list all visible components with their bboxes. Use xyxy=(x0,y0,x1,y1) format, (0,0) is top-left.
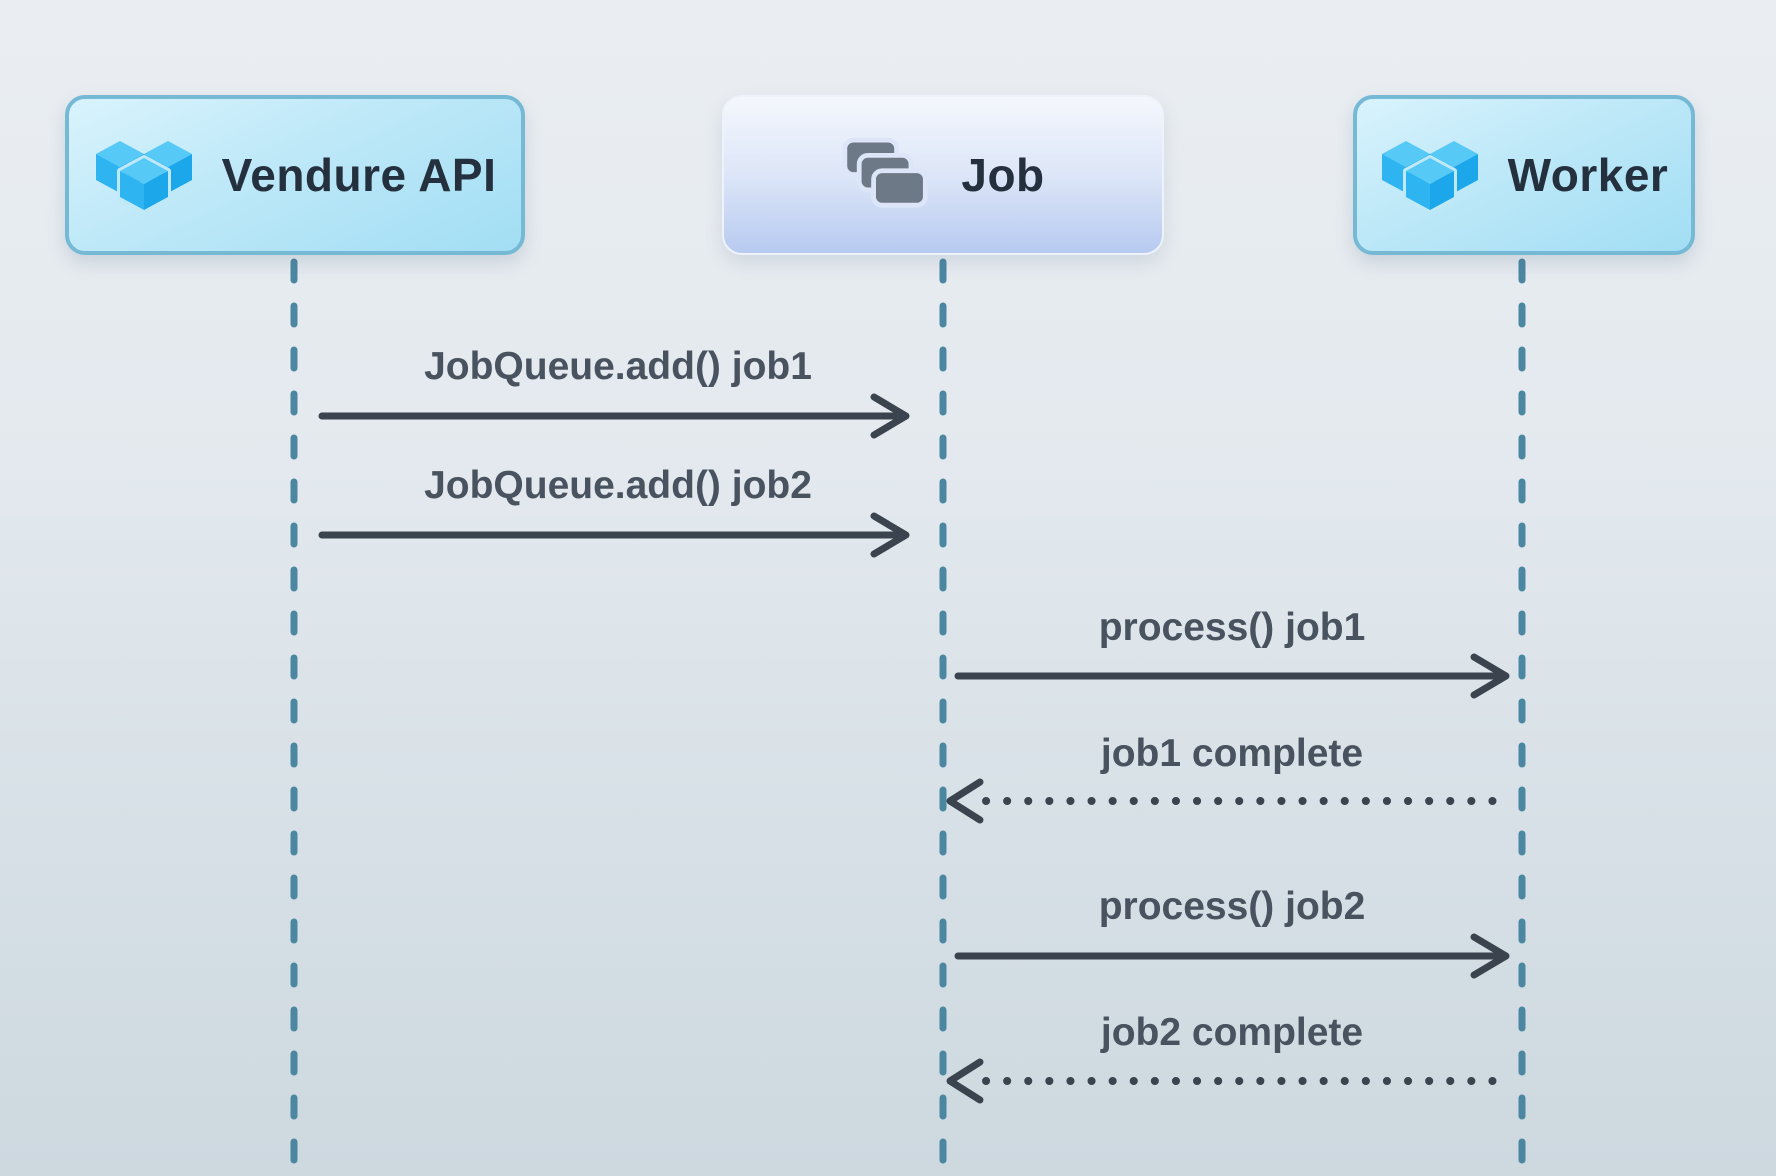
message-label-job1-complete: job1 complete xyxy=(1100,732,1364,775)
actor-label-vendure-api: Vendure API xyxy=(221,149,497,201)
actor-label-worker: Worker xyxy=(1507,149,1669,201)
vendure-cubes-icon xyxy=(95,141,192,213)
actor-label-job: Job xyxy=(961,149,1045,201)
message-arrow-process-job1 xyxy=(954,653,1510,699)
message-label-job2-complete: job2 complete xyxy=(1100,1011,1364,1054)
actor-worker: Worker xyxy=(1353,95,1695,255)
stacked-cards-icon xyxy=(842,137,929,208)
message-label-process-job2: process() job2 xyxy=(1098,885,1366,928)
actor-job: Job xyxy=(722,95,1164,255)
message-arrow-jobqueue-add-job1 xyxy=(318,393,910,439)
message-arrow-process-job2 xyxy=(954,933,1510,979)
message-arrow-job1-complete xyxy=(946,778,1498,824)
message-arrow-job2-complete xyxy=(946,1058,1498,1104)
actor-vendure-api: Vendure API xyxy=(65,95,525,255)
message-label-process-job1: process() job1 xyxy=(1098,606,1366,649)
message-label-jobqueue-add-job1: JobQueue.add() job1 xyxy=(424,345,812,388)
message-arrow-jobqueue-add-job2 xyxy=(318,512,910,558)
vendure-cubes-icon xyxy=(1381,141,1478,213)
message-label-jobqueue-add-job2: JobQueue.add() job2 xyxy=(424,464,812,507)
